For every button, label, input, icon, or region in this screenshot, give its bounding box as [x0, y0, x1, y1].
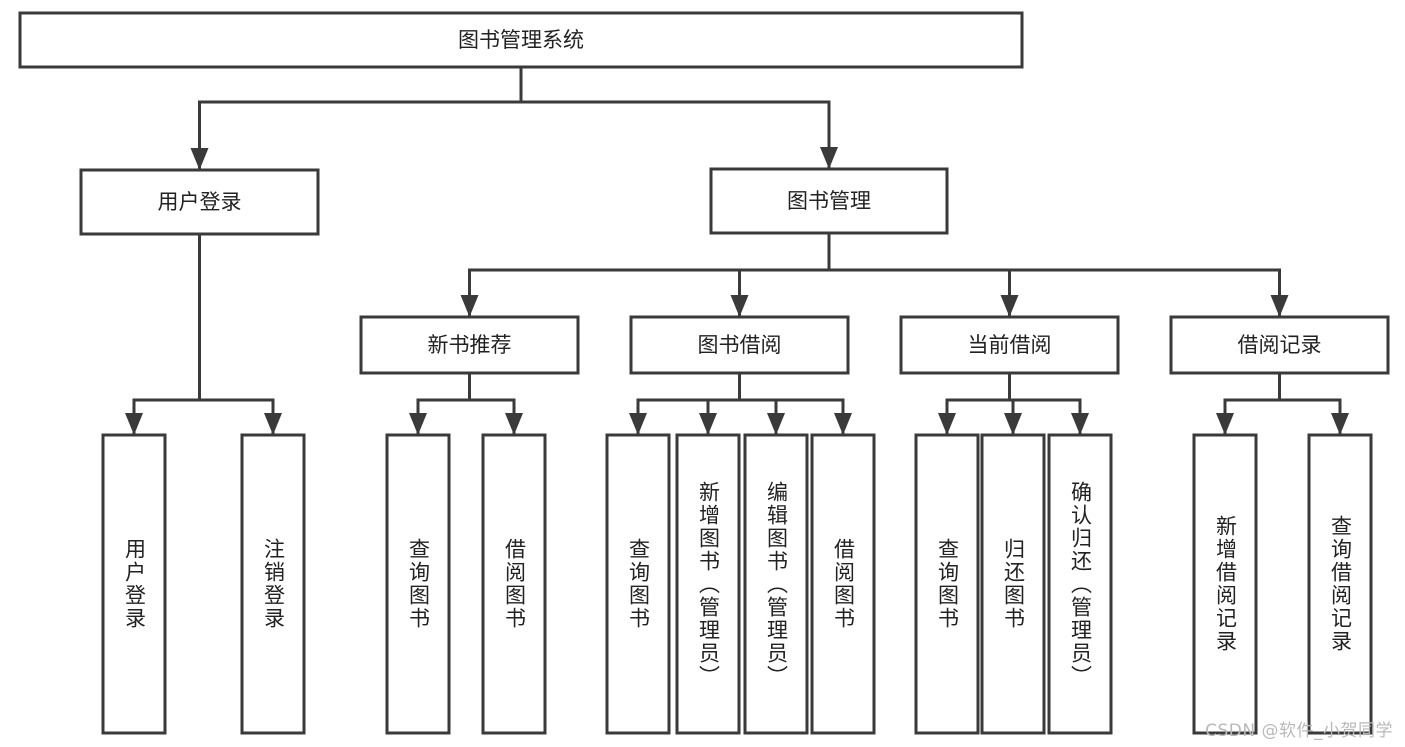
node-new-book-rec[interactable]: 新书推荐 [359, 315, 580, 375]
node-label: 借阅记录 [1238, 333, 1322, 357]
node-leaf-confirm-return[interactable] [1047, 433, 1113, 735]
arrow-head-icon [505, 413, 523, 435]
node-box[interactable] [1307, 433, 1373, 735]
node-label: 图书管理系统 [458, 28, 584, 52]
node-box[interactable] [675, 433, 741, 735]
node-leaf-borrow-book-1[interactable] [481, 433, 547, 735]
node-box[interactable] [980, 433, 1046, 735]
node-current-borrow[interactable]: 当前借阅 [899, 315, 1120, 375]
arrow-head-icon [938, 413, 956, 435]
node-box[interactable] [743, 433, 809, 735]
arrow-head-icon [125, 413, 143, 435]
node-label: 图书借阅 [698, 333, 782, 357]
arrow-head-icon [1270, 295, 1289, 317]
node-box[interactable] [605, 433, 671, 735]
arrow-head-icon [820, 147, 838, 169]
node-label: 图书管理 [787, 189, 871, 213]
arrow-head-icon [767, 413, 785, 435]
arrow-head-icon [460, 295, 479, 317]
arrow-head-icon [629, 413, 647, 435]
arrow-head-icon [1000, 295, 1019, 317]
arrow-head-icon [730, 295, 749, 317]
node-box[interactable] [359, 315, 580, 375]
node-box[interactable] [101, 433, 167, 735]
node-box[interactable] [709, 167, 949, 235]
node-box[interactable] [240, 433, 306, 735]
node-label: 新书推荐 [428, 333, 512, 357]
watermark-text: CSDN @软件_小贺同学 [1205, 721, 1393, 741]
node-user-login[interactable]: 用户登录 [79, 168, 320, 236]
arrow-head-icon [1004, 413, 1022, 435]
node-leaf-query-book-3[interactable] [914, 433, 980, 735]
node-leaf-borrow-book-2[interactable] [810, 433, 876, 735]
node-box[interactable] [1192, 433, 1258, 735]
node-box[interactable] [481, 433, 547, 735]
arrow-head-icon [1071, 413, 1089, 435]
arrow-head-icon [834, 413, 852, 435]
node-box[interactable] [1047, 433, 1113, 735]
node-leaf-edit-book[interactable] [743, 433, 809, 735]
node-box[interactable] [810, 433, 876, 735]
arrow-head-icon [409, 413, 427, 435]
node-book-manage[interactable]: 图书管理 [709, 167, 949, 235]
node-leaf-add-record[interactable] [1192, 433, 1258, 735]
node-leaf-query-book-2[interactable] [605, 433, 671, 735]
node-root[interactable]: 图书管理系统 [18, 11, 1024, 69]
node-box[interactable] [385, 433, 451, 735]
node-box[interactable] [629, 315, 850, 375]
connector-layer [125, 65, 1349, 437]
node-box[interactable] [899, 315, 1120, 375]
node-box[interactable] [914, 433, 980, 735]
arrow-head-icon [1216, 413, 1234, 435]
node-leaf-user-login[interactable] [101, 433, 167, 735]
arrow-head-icon [264, 413, 282, 435]
node-leaf-user-logout[interactable] [240, 433, 306, 735]
arrow-head-icon [1331, 413, 1349, 435]
node-label: 当前借阅 [968, 333, 1052, 357]
node-box[interactable] [79, 168, 320, 236]
node-box[interactable] [18, 11, 1024, 69]
node-leaf-add-book[interactable] [675, 433, 741, 735]
node-leaf-query-record[interactable] [1307, 433, 1373, 735]
node-box[interactable] [1169, 315, 1390, 375]
arrow-head-icon [190, 148, 209, 170]
node-book-borrow[interactable]: 图书借阅 [629, 315, 850, 375]
arrow-head-icon [699, 413, 717, 435]
node-leaf-return-book[interactable] [980, 433, 1046, 735]
node-borrow-record[interactable]: 借阅记录 [1169, 315, 1390, 375]
node-label: 用户登录 [158, 190, 242, 214]
node-leaf-query-book-1[interactable] [385, 433, 451, 735]
